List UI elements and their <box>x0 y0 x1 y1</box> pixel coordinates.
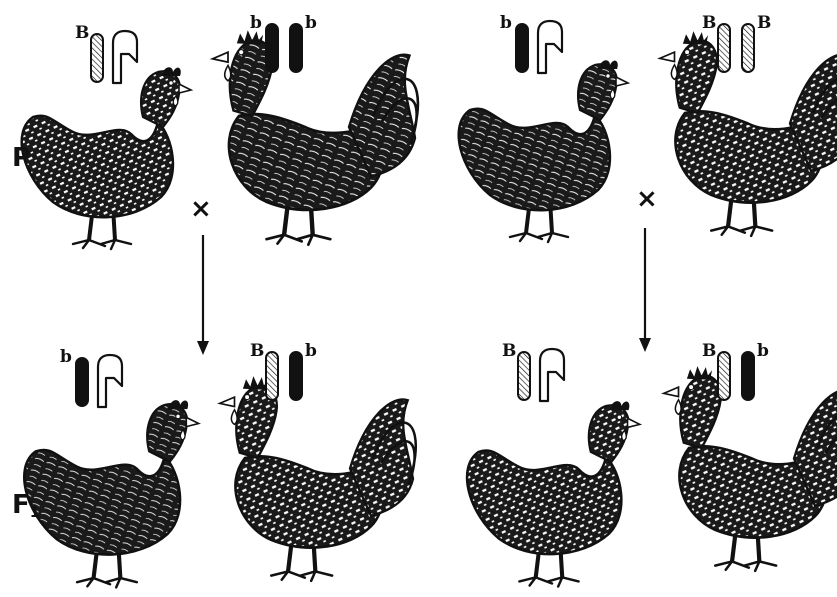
cross-symbol-left: × <box>190 196 212 222</box>
z-chromosome-0-parents-hen-1 <box>91 34 103 82</box>
allele-label-0-parents-hen-1: B <box>75 23 89 43</box>
allele-label-1-parents-rooster-1: B <box>702 13 716 33</box>
chicken-rooster-parents-cross1-non-barred <box>213 30 418 245</box>
chicken-hen-offspring-cross1-non-barred <box>24 400 198 587</box>
allele-label-0-parents-rooster-2: b <box>305 13 317 33</box>
z-chromosome-1-offspring-hen-1 <box>518 352 530 400</box>
chicken-hen-offspring-cross2-barred <box>467 401 640 586</box>
allele-label-1-offspring-rooster-1: B <box>702 341 716 361</box>
chromosome-pair-0-parents-hen: B <box>75 23 137 83</box>
f1-subscript: 1 <box>30 503 40 521</box>
chicken-hen-parents-cross1-barred <box>22 67 191 249</box>
z-chromosome-1-parents-hen-1 <box>516 24 528 72</box>
allele-label-0-offspring-rooster-1: B <box>250 341 264 361</box>
z-chromosome-0-parents-rooster-2 <box>290 24 302 72</box>
descent-arrow-2 <box>639 228 651 352</box>
chicken-hen-parents-cross2-non-barred <box>459 60 628 242</box>
chicken-rooster-offspring-cross1-barred <box>220 376 416 581</box>
z-chromosome-1-parents-rooster-2 <box>742 24 754 72</box>
z-chromosome-1-offspring-rooster-2 <box>742 352 754 400</box>
chromosome-pair-1-offspring-hen: B <box>502 341 564 401</box>
allele-label-0-offspring-rooster-2: b <box>305 341 317 361</box>
z-chromosome-0-offspring-hen-1 <box>76 358 88 406</box>
allele-label-1-offspring-hen-1: B <box>502 341 516 361</box>
w-chromosome-0-parents-hen <box>113 31 137 83</box>
chromosome-pair-1-parents-hen: b <box>500 13 562 73</box>
z-chromosome-1-parents-rooster-1 <box>718 24 730 72</box>
generation-label-f1: F1 <box>12 492 40 520</box>
w-chromosome-0-offspring-hen <box>98 355 122 407</box>
allele-label-0-parents-rooster-1: b <box>250 13 262 33</box>
descent-arrow-1 <box>197 235 209 355</box>
allele-label-1-offspring-rooster-2: b <box>757 341 769 361</box>
cross-symbol-right: × <box>636 186 658 212</box>
w-chromosome-1-offspring-hen <box>540 349 564 401</box>
allele-label-1-parents-rooster-2: B <box>757 13 771 33</box>
w-chromosome-1-parents-hen <box>538 21 562 73</box>
allele-label-1-parents-hen-1: b <box>500 13 512 33</box>
z-chromosome-0-parents-rooster-1 <box>266 24 278 72</box>
z-chromosome-1-offspring-rooster-1 <box>718 352 730 400</box>
chromosome-pair-0-offspring-hen: b <box>60 347 122 407</box>
f1-letter: F <box>12 490 30 520</box>
z-chromosome-0-offspring-rooster-2 <box>290 352 302 400</box>
generation-label-p: P <box>12 145 31 171</box>
z-chromosome-0-offspring-rooster-1 <box>266 352 278 400</box>
allele-label-0-offspring-hen-1: b <box>60 347 72 367</box>
